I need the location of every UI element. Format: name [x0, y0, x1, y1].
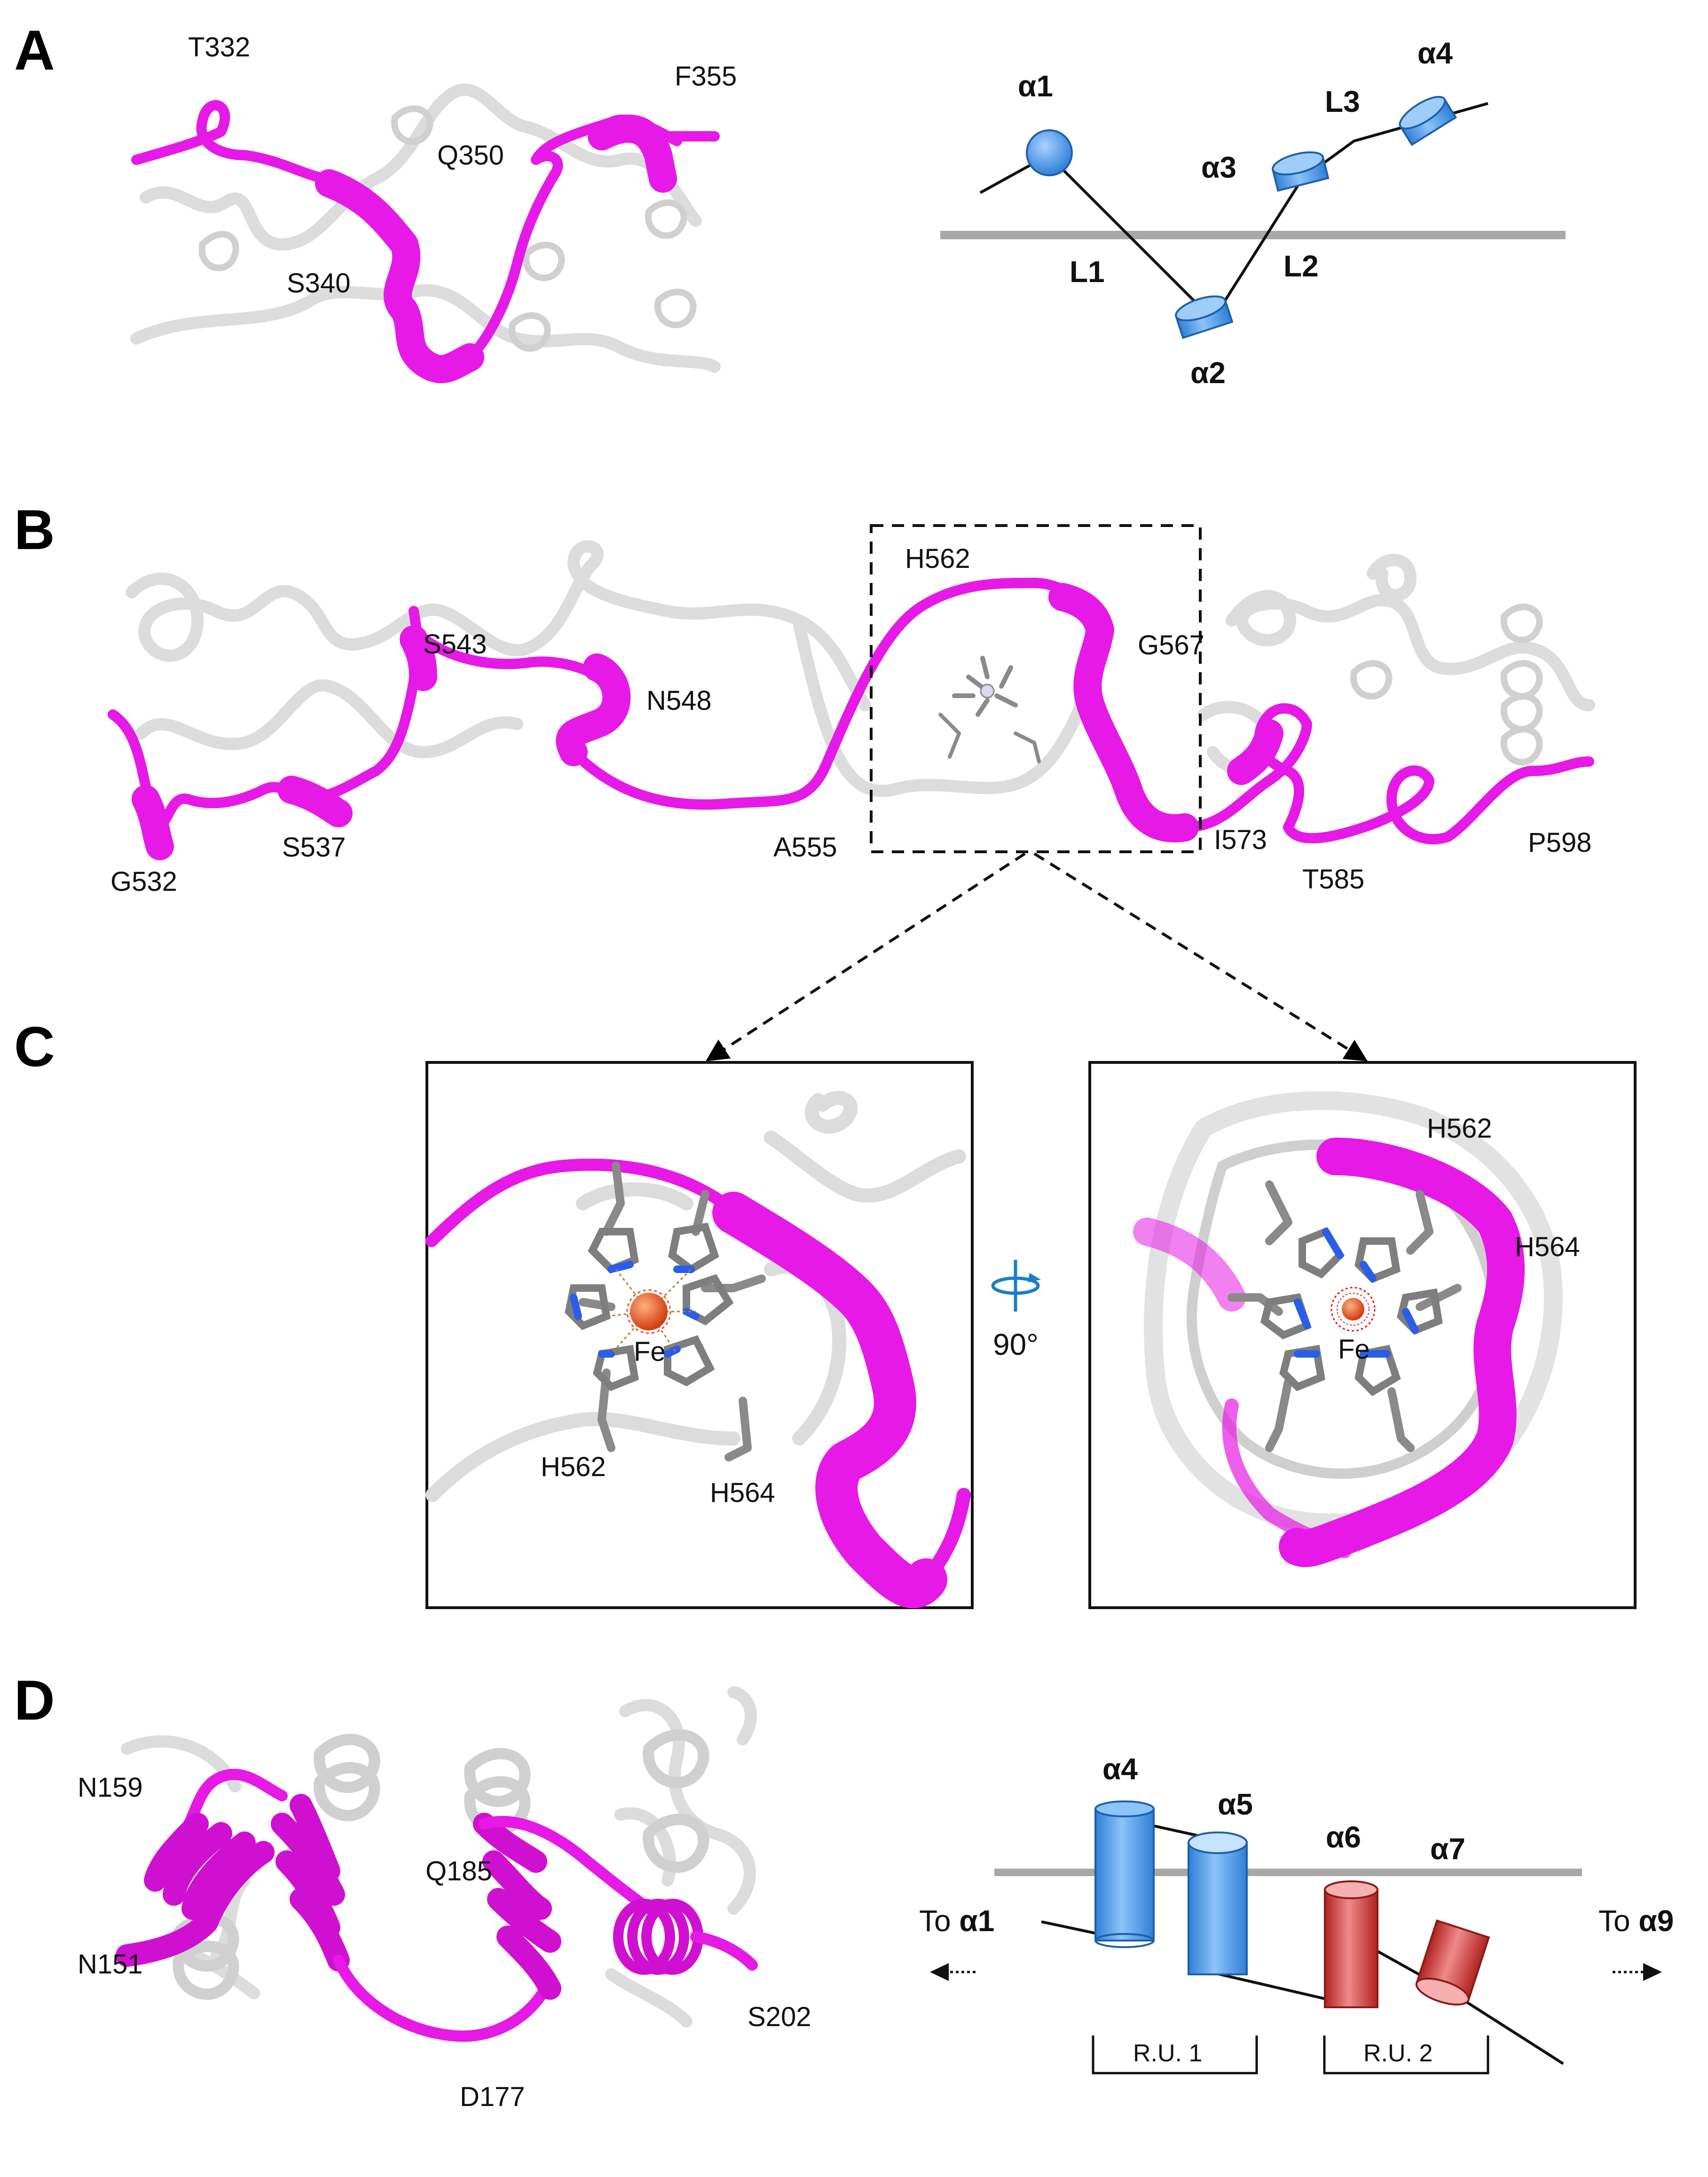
residue-label-t332: T332 [188, 32, 250, 63]
rotation-icon [991, 1260, 1041, 1312]
panel-label-b: B [14, 498, 55, 561]
panel-b-zoom-box [870, 524, 1202, 853]
residue-label-g567: G567 [1138, 630, 1204, 660]
to-alpha9-label: To α9 [1598, 1904, 1674, 1938]
residue-label-g532: G532 [110, 866, 177, 897]
residue-label-s543: S543 [423, 629, 487, 660]
fe-label-right: Fe [1338, 1334, 1370, 1365]
residue-label-n548: N548 [646, 685, 712, 716]
loop-label-l3: L3 [1325, 85, 1360, 118]
panel-b: B [14, 498, 1595, 1061]
fe-label-left: Fe [634, 1336, 666, 1367]
his-label-h562-left: H562 [541, 1452, 606, 1482]
panel-c-right-histidines [1228, 1180, 1462, 1452]
to-alpha1-label: To α1 [919, 1904, 994, 1938]
panel-c: C Fe H [14, 1015, 1637, 1609]
his-label-h562-right: H562 [1427, 1113, 1492, 1144]
residue-label-i573: I573 [1214, 825, 1267, 855]
panel-d: D N159 Q185 N151 S202 D177 [14, 1669, 1674, 2112]
helix-alpha2-cylinder [1174, 295, 1234, 339]
to-alpha1-target: α1 [959, 1904, 994, 1938]
panel-a: A T332 F355 Q350 S340 [14, 19, 1566, 390]
iron-atom-left [630, 1293, 668, 1330]
residue-label-n151: N151 [78, 1949, 143, 1980]
residue-label-a555: A555 [773, 832, 837, 863]
his-label-h564-left: H564 [710, 1478, 775, 1508]
panel-label-a: A [14, 19, 55, 82]
loop-label-l1: L1 [1070, 255, 1105, 289]
helix-label-alpha4-d: α4 [1102, 1752, 1138, 1786]
to-alpha9-prefix: To [1598, 1904, 1638, 1938]
zoom-arrow-left [705, 852, 1026, 1061]
helix-alpha5-cyl-d [1188, 1831, 1248, 1975]
loop-label-l2: L2 [1283, 249, 1319, 283]
residue-label-q350: Q350 [437, 140, 504, 171]
helix-label-alpha6-d: α6 [1326, 1820, 1361, 1854]
helix-label-alpha7-d: α7 [1430, 1832, 1465, 1866]
helix-alpha6-cyl-d [1324, 1880, 1378, 2008]
residue-label-d177: D177 [460, 2082, 525, 2112]
panel-d-coil-s202 [613, 1899, 703, 1975]
iron-atom-right [1342, 1298, 1364, 1320]
residue-label-t585: T585 [1302, 864, 1364, 895]
helix-label-alpha2: α2 [1190, 356, 1226, 390]
residue-label-p598: P598 [1528, 827, 1591, 858]
to-alpha1-prefix: To [919, 1904, 959, 1938]
residue-label-q185: Q185 [425, 1856, 492, 1886]
helix-label-alpha1: α1 [1018, 69, 1053, 103]
helix-label-alpha5-d: α5 [1218, 1787, 1253, 1821]
his-label-h564-right: H564 [1515, 1232, 1580, 1262]
residue-label-n159: N159 [78, 1772, 143, 1803]
helix-label-alpha4: α4 [1417, 36, 1453, 70]
helix-alpha4-cylinder [1399, 96, 1457, 146]
helix-alpha3-cylinder [1271, 151, 1330, 192]
residue-label-s202: S202 [748, 2002, 811, 2032]
rotation-angle-label: 90° [993, 1328, 1039, 1361]
ru1-bracket [1092, 2036, 1258, 2075]
helix-alpha7-cyl-d [1415, 1919, 1490, 2006]
rotation-indicator: 90° [991, 1260, 1041, 1361]
panel-c-right-iron [1330, 1287, 1376, 1332]
panel-c-left-iron [626, 1289, 671, 1334]
panel-label-d: D [14, 1669, 55, 1732]
helix-alpha1-sphere [1026, 129, 1073, 176]
arrow-left-dotted [930, 1963, 976, 1981]
zoom-arrow-right [1033, 852, 1368, 1061]
panel-b-active-site-sticks [938, 656, 1041, 763]
panel-d-structure: N159 Q185 N151 S202 D177 [78, 1686, 811, 2112]
to-alpha9-target: α9 [1638, 1904, 1674, 1938]
residue-label-f355: F355 [675, 61, 737, 92]
panel-a-structure: T332 F355 Q350 S340 [130, 32, 737, 384]
ru2-label: R.U. 2 [1363, 2040, 1433, 2067]
arrow-right-dotted [1613, 1963, 1662, 1981]
helix-alpha4-cyl-d [1094, 1800, 1155, 1948]
panel-b-structure: H562 S543 G567 N548 G532 S537 A555 I573 … [108, 524, 1595, 897]
panel-label-c: C [14, 1015, 55, 1078]
residue-label-s537: S537 [282, 832, 346, 863]
ru2-bracket [1323, 2036, 1489, 2075]
panel-c-right-view: Fe H562 H564 [1088, 1061, 1637, 1609]
panel-d-scheme: α4 α5 α6 α7 To α1 To α9 R.U. 1 R.U. 2 [919, 1752, 1674, 2075]
residue-label-s340: S340 [287, 268, 350, 299]
helix-label-alpha3: α3 [1201, 150, 1236, 184]
panel-c-left-histidines [565, 1162, 766, 1462]
panel-b-metal-atom [980, 684, 995, 699]
residue-label-h562: H562 [905, 543, 970, 574]
panel-c-left-view: Fe H562 H564 [425, 1061, 974, 1609]
ru1-label: R.U. 1 [1133, 2040, 1202, 2067]
panel-a-scheme: α1 α2 α3 α4 L1 L2 L3 [940, 36, 1566, 390]
